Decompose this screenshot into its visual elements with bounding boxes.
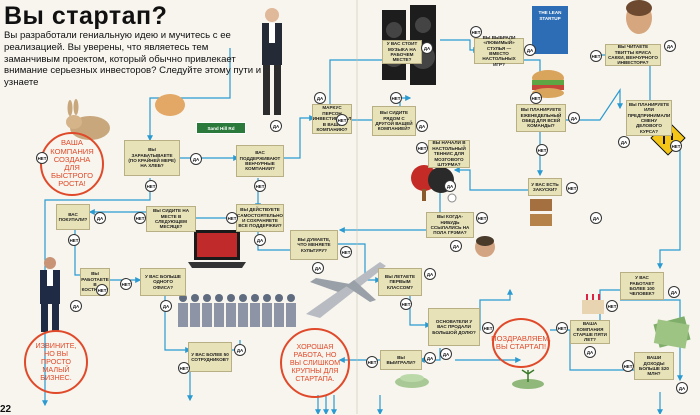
marker-yes: ДА (584, 346, 596, 358)
box-sami-investiruete: Вы действуете самостоятельно и сохраняет… (236, 204, 284, 232)
marker-no: НЕТ (254, 180, 266, 192)
marker-yes: ДА (590, 212, 602, 224)
airplane-image (306, 262, 386, 318)
marker-no: НЕТ (530, 92, 542, 104)
box-pervye-klassy: Вы летаете первым классом? (378, 268, 422, 296)
marker-yes: ДА (676, 382, 688, 394)
intro-text: Вы разработали гениальную идею и мучитес… (4, 30, 262, 89)
money-plant-image (512, 369, 544, 389)
marker-no: НЕТ (366, 356, 378, 368)
marker-no: НЕТ (178, 362, 190, 374)
box-podderzhivayut: Вас поддерживают венчурные компании? (236, 145, 284, 177)
marker-yes: ДА (270, 120, 282, 132)
marker-no: НЕТ (482, 322, 494, 334)
marker-no: НЕТ (622, 360, 634, 372)
box-pokupali: Вас покупали? (56, 204, 90, 230)
marker-no: НЕТ (556, 322, 568, 334)
box-pyatnica: Вы когда-нибудь ссылались на Пола Грэма? (426, 212, 474, 238)
marker-yes: ДА (94, 212, 106, 224)
marker-yes: ДА (254, 234, 266, 246)
egg-image (155, 94, 185, 116)
outcome-pozdravlyaem: Поздравляем, вы стартап! (491, 318, 551, 368)
money-stack-image (653, 316, 691, 349)
box-sledushii-mesyats: Вы сидите на месте в следующем месяце? (146, 206, 196, 232)
marker-no: НЕТ (416, 142, 428, 154)
box-sidite-ryadom: Вы сидите рядом с другой вашей компанией… (372, 106, 416, 136)
marker-yes: ДА (234, 344, 246, 356)
box-nolbeee: У вас больше одного офиса? (140, 268, 186, 296)
marker-yes: ДА (440, 348, 452, 360)
outcome-izvinite: Извините, но вы просто малый бизнес. (24, 330, 88, 394)
marker-no: НЕТ (226, 212, 238, 224)
marker-yes: ДА (524, 44, 536, 56)
marker-no: НЕТ (536, 144, 548, 156)
marker-yes: ДА (450, 240, 462, 252)
box-prodazha: Основатели у вас продали большой долю? (428, 308, 480, 346)
marker-no: НЕТ (590, 50, 602, 62)
box-vyigrali: Вы выиграли? (380, 350, 422, 370)
marker-yes: ДА (444, 180, 456, 192)
box-dumaete-kultura: Вы думаете, что меняете культуру? (290, 230, 338, 260)
marker-no: НЕТ (336, 114, 348, 126)
marker-no: НЕТ (470, 26, 482, 38)
page-number: 22 (0, 404, 12, 415)
box-stulya: Вы выбрали «любимый» стулья — вместо нас… (474, 35, 524, 67)
marker-yes: ДА (70, 300, 82, 312)
person-avatar-image (475, 236, 495, 257)
marker-no: НЕТ (134, 212, 146, 224)
marker-no: НЕТ (120, 278, 132, 290)
outcome-horoshaya-rabota: Хорошая работа, но вы слишком крупны для… (280, 328, 350, 398)
marker-no: НЕТ (390, 92, 402, 104)
marker-yes: ДА (668, 286, 680, 298)
street-sign-image: Sand Hill Rd (196, 122, 246, 134)
box-sotrudnikov: У вас более 50 сотрудников? (188, 342, 232, 372)
outcome-bystro-rost: Ваша компания создана для быстрого роста… (40, 132, 104, 196)
box-kolonki: У вас стоит музыка на рабочем месте? (382, 40, 422, 64)
marker-no: НЕТ (36, 152, 48, 164)
box-bolee-chelovek: У вас работает более 100 человек? (620, 272, 664, 300)
marker-no: НЕТ (400, 298, 412, 310)
marker-yes: ДА (190, 153, 202, 165)
marker-yes: ДА (160, 300, 172, 312)
investor-portrait-image (626, 0, 652, 34)
suit-man-image (40, 257, 60, 332)
marker-no: НЕТ (566, 182, 578, 194)
box-obed: Вы планируете еженедельный обед для всей… (516, 104, 566, 132)
laptop-image (188, 230, 246, 268)
marker-yes: ДА (424, 268, 436, 280)
crowd-image (178, 294, 296, 327)
marker-no: НЕТ (96, 284, 108, 296)
book-image: THE LEAN STARTUP (532, 6, 568, 54)
page-title: Вы стартап? (4, 2, 168, 30)
marker-no: НЕТ (145, 180, 157, 192)
marker-yes: ДА (424, 352, 436, 364)
cake-image (582, 294, 604, 314)
marker-yes: ДА (421, 42, 433, 54)
marker-yes: ДА (568, 112, 580, 124)
marker-yes: ДА (312, 262, 324, 274)
marker-yes: ДА (416, 120, 428, 132)
box-starshe-let: Ваша компания старше пяти лет? (570, 320, 610, 344)
box-peremena-kursa: Вы планируете или предпринимали смену де… (626, 100, 672, 136)
box-nachali-pinpong: Вы начали в настольный теннис для мозгов… (428, 140, 470, 168)
box-kostyum: Вы работаете в костюме? (80, 268, 110, 296)
marker-no: НЕТ (606, 300, 618, 312)
businessman-image (262, 8, 282, 115)
money-pile-image (395, 374, 429, 388)
marker-no: НЕТ (68, 234, 80, 246)
box-tim-ferris: Вы читаете твитты Криса Сакки, венчурног… (605, 44, 661, 66)
marker-yes: ДА (314, 92, 326, 104)
box-bolshe-20: Ваши доходы больше $20 млн? (634, 352, 674, 380)
marker-no: НЕТ (340, 246, 352, 258)
marker-no: НЕТ (476, 212, 488, 224)
box-zarabatyvaete: Вы зарабатываете (по крайней мере) на хл… (124, 140, 180, 176)
marker-yes: ДА (664, 40, 676, 52)
box-zakuski: У вас есть закуски? (528, 178, 562, 196)
marker-yes: ДА (618, 136, 630, 148)
marker-no: НЕТ (670, 140, 682, 152)
